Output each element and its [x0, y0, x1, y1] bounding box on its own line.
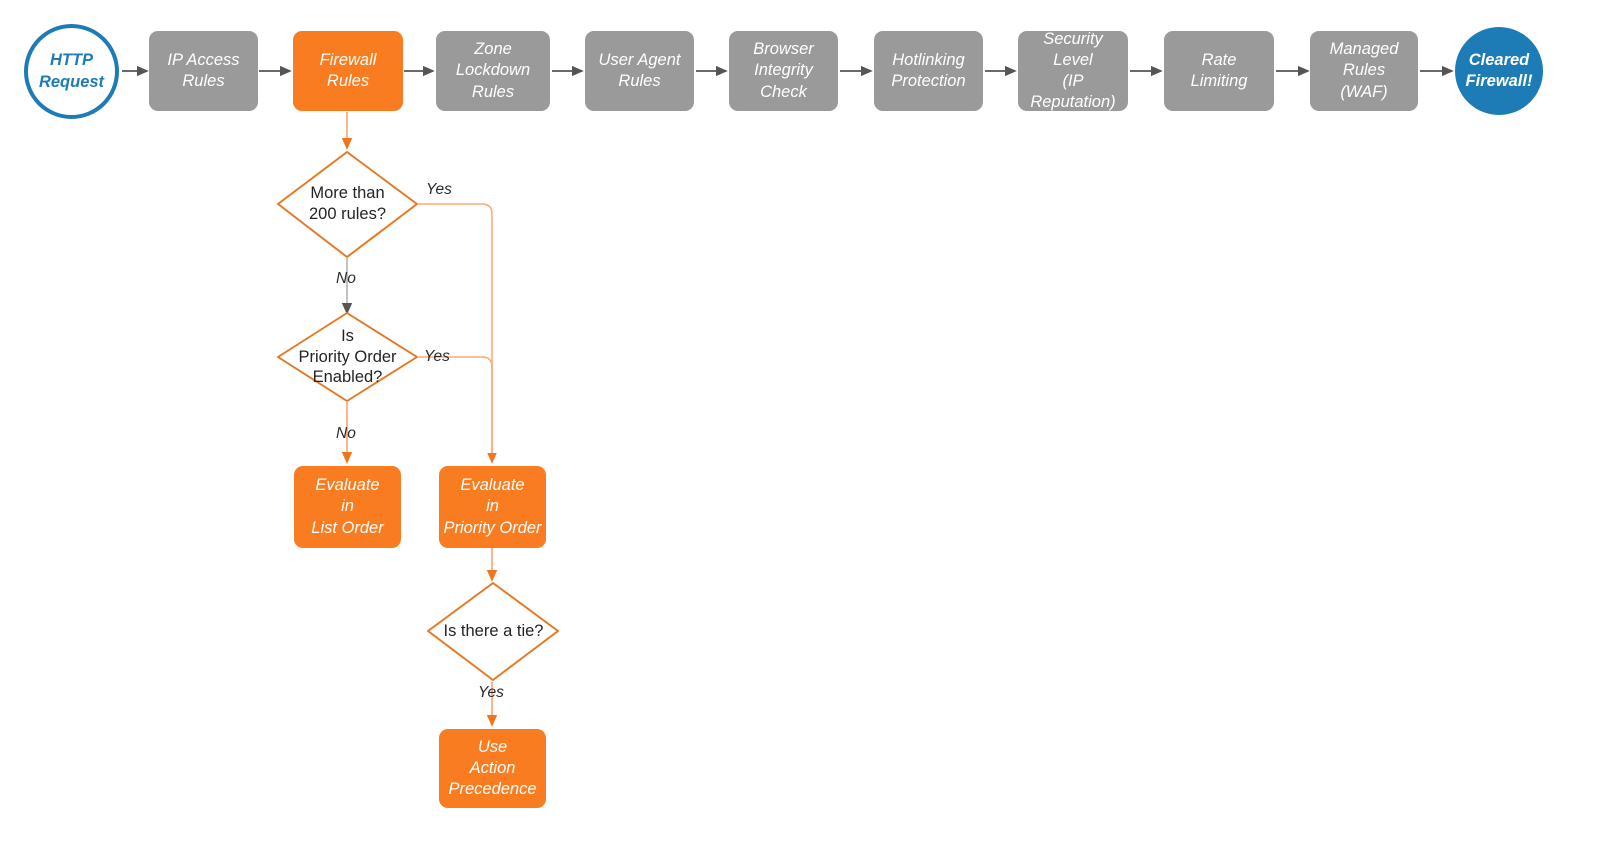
node-security-level[interactable]: Security Level (IP Reputation)	[1018, 29, 1128, 112]
node-http-request-label: HTTP Request	[38, 51, 105, 91]
node-rate-limiting[interactable]: Rate Limiting	[1164, 31, 1274, 111]
node-firewall-rules-label: Firewall Rules	[319, 50, 377, 90]
node-firewall-rules[interactable]: Firewall Rules	[293, 31, 403, 111]
node-ip-access-rules-label: IP Access Rules	[167, 50, 240, 90]
decision-is-priority-order-enabled-shape[interactable]	[277, 312, 418, 402]
node-managed-rules-waf-label: Managed Rules (WAF)	[1329, 40, 1399, 101]
node-zone-lockdown-rules-label: Zone Lockdown Rules	[455, 40, 531, 101]
node-browser-integrity-check[interactable]: Browser Integrity Check	[729, 31, 838, 111]
node-user-agent-rules[interactable]: User Agent Rules	[585, 31, 694, 111]
decision-is-there-a-tie-shape[interactable]	[427, 582, 559, 681]
node-hotlinking-protection[interactable]: Hotlinking Protection	[874, 31, 983, 111]
node-http-request[interactable]: HTTP Request	[24, 24, 119, 119]
decision-more-than-200-rules-shape[interactable]	[277, 151, 418, 258]
node-cleared-firewall[interactable]: Cleared Firewall!	[1455, 27, 1543, 115]
node-rate-limiting-label: Rate Limiting	[1190, 50, 1248, 90]
edge-label-no-priority-order: No	[336, 425, 356, 442]
node-hotlinking-protection-label: Hotlinking Protection	[891, 50, 966, 90]
node-use-action-precedence[interactable]: Use Action Precedence	[439, 729, 546, 808]
node-evaluate-in-priority-order-label: Evaluate in Priority Order	[443, 476, 542, 537]
node-browser-integrity-check-label: Browser Integrity Check	[753, 40, 814, 101]
edge-label-yes-more-than-200: Yes	[426, 181, 452, 198]
node-use-action-precedence-label: Use Action Precedence	[448, 737, 537, 799]
node-cleared-firewall-label: Cleared Firewall!	[1465, 50, 1533, 90]
node-user-agent-rules-label: User Agent Rules	[598, 50, 681, 90]
edge-label-yes-is-there-a-tie: Yes	[478, 684, 504, 701]
node-zone-lockdown-rules[interactable]: Zone Lockdown Rules	[436, 31, 550, 111]
edge-yes-priority-order	[418, 356, 497, 464]
edge-label-no-more-than-200: No	[336, 270, 356, 287]
node-ip-access-rules[interactable]: IP Access Rules	[149, 31, 258, 111]
edge-label-yes-priority-order: Yes	[424, 348, 450, 365]
edge-yes-more-than-200	[418, 203, 497, 464]
node-evaluate-in-list-order[interactable]: Evaluate in List Order	[294, 466, 401, 548]
node-managed-rules-waf[interactable]: Managed Rules (WAF)	[1310, 31, 1418, 111]
node-evaluate-in-priority-order[interactable]: Evaluate in Priority Order	[439, 466, 546, 548]
node-evaluate-in-list-order-label: Evaluate in List Order	[311, 476, 384, 537]
node-security-level-label: Security Level (IP Reputation)	[1030, 29, 1116, 112]
